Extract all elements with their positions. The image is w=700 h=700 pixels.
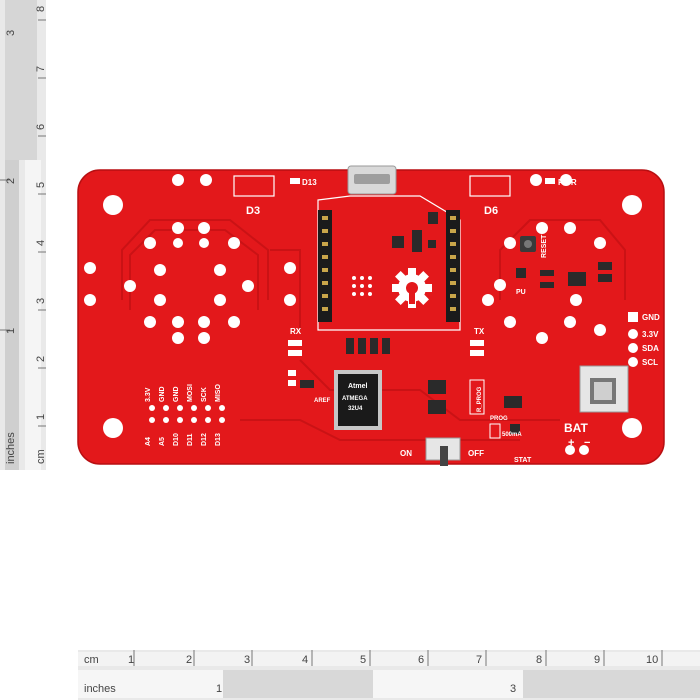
i2c-pads: GND 3.3V SDA SCL (628, 312, 660, 367)
bottom-ruler-cm-2: 2 (186, 654, 192, 666)
header-right (446, 210, 460, 322)
label-hdr-mosi: MOSI (187, 384, 194, 402)
label-i2c-gnd: GND (642, 313, 660, 322)
left-ruler-cm-3: 3 (35, 298, 47, 304)
open-hardware-logo-icon (392, 268, 432, 308)
chip-text-variant: 32U4 (348, 406, 363, 412)
left-ruler-in-3: 3 (5, 30, 17, 36)
bottom-ruler-cm-7: 7 (476, 654, 482, 666)
bottom-ruler-cm-10: 10 (646, 654, 658, 666)
bottom-ruler-in-unit: inches (84, 683, 116, 695)
left-ruler-cm-6: 6 (35, 124, 47, 130)
left-ruler-cm-4: 4 (35, 240, 47, 246)
label-hdr-gnd: GND (159, 386, 166, 402)
left-ruler: 8 7 6 5 4 3 2 1 cm 3 2 1 inches (0, 0, 47, 470)
button-footprint-right (482, 222, 606, 344)
label-hdr-a4: A4 (145, 437, 152, 446)
label-d13-led: D13 (302, 178, 317, 187)
bottom-ruler-cm-unit: cm (84, 654, 99, 666)
label-hdr-d13: D13 (215, 433, 222, 446)
left-ruler-cm-5: 5 (35, 182, 47, 188)
label-bat-plus: + (568, 437, 574, 449)
mounting-hole-bottom-right (622, 418, 642, 438)
label-rx: RX (290, 327, 302, 336)
label-prog: PROG (490, 416, 508, 422)
label-pu: PU (516, 289, 526, 296)
label-reset: RESET (541, 234, 548, 258)
label-r-prog: R_PROG (477, 386, 483, 412)
bottom-ruler-in-1: 1 (216, 683, 222, 695)
chip-text-model: ATMEGA (342, 396, 368, 402)
label-stat: STAT (514, 457, 532, 464)
label-hdr-3v3: 3.3V (145, 387, 152, 402)
battery-connector (579, 365, 629, 413)
left-ruler-cm-2: 2 (35, 356, 47, 362)
bottom-ruler: cm 1 2 3 4 5 6 7 8 9 10 inches 1 3 (78, 650, 700, 700)
header-left (318, 210, 332, 322)
left-ruler-cm-unit: cm (35, 449, 47, 464)
label-current: 500mA (502, 432, 522, 438)
label-hdr-d11: D11 (187, 433, 194, 446)
label-bat-minus: − (584, 437, 590, 449)
bottom-ruler-cm-3: 3 (244, 654, 250, 666)
power-switch (425, 437, 461, 466)
bottom-ruler-cm-6: 6 (418, 654, 424, 666)
chip-text-brand: Atmel (348, 383, 368, 390)
bottom-ruler-cm-4: 4 (302, 654, 308, 666)
label-i2c-sda: SDA (642, 344, 659, 353)
joystick-footprint-left (84, 222, 296, 344)
label-on: ON (400, 449, 412, 458)
label-i2c-scl: SCL (642, 358, 658, 367)
mcu-chip: Atmel ATMEGA 32U4 (334, 370, 382, 430)
mounting-hole-top-left (103, 195, 123, 215)
label-hdr-gnd2: GND (173, 386, 180, 402)
label-aref: AREF (314, 398, 331, 404)
left-ruler-cm-1: 1 (35, 414, 47, 420)
label-pwr-led: PWR (558, 178, 577, 187)
label-i2c-3v3: 3.3V (642, 330, 659, 339)
left-ruler-in-1: 1 (5, 328, 17, 334)
left-ruler-in-unit: inches (5, 432, 17, 464)
label-hdr-a5: A5 (159, 437, 166, 446)
mounting-hole-top-right (622, 195, 642, 215)
bottom-ruler-cm-8: 8 (536, 654, 542, 666)
label-off: OFF (468, 449, 484, 458)
bottom-ruler-cm-9: 9 (594, 654, 600, 666)
label-d3: D3 (246, 205, 260, 217)
bottom-ruler-cm-1: 1 (128, 654, 134, 666)
label-hdr-miso: MISO (215, 384, 222, 402)
label-hdr-sck: SCK (201, 387, 208, 402)
pcb-board: D3 D6 D13 PWR (77, 165, 665, 466)
bottom-ruler-in-3: 3 (510, 683, 516, 695)
label-bat: BAT (564, 421, 588, 435)
bottom-left-header: 3.3V GND GND MOSI SCK MISO A4 A5 D10 D11… (145, 384, 225, 446)
left-ruler-cm-7: 7 (35, 66, 47, 72)
mounting-hole-bottom-left (103, 418, 123, 438)
bottom-ruler-cm-5: 5 (360, 654, 366, 666)
label-tx: TX (474, 327, 485, 336)
left-ruler-in-2: 2 (5, 178, 17, 184)
label-hdr-d12: D12 (201, 433, 208, 446)
left-ruler-cm-8: 8 (35, 6, 47, 12)
label-hdr-d10: D10 (173, 433, 180, 446)
label-d6: D6 (484, 205, 498, 217)
